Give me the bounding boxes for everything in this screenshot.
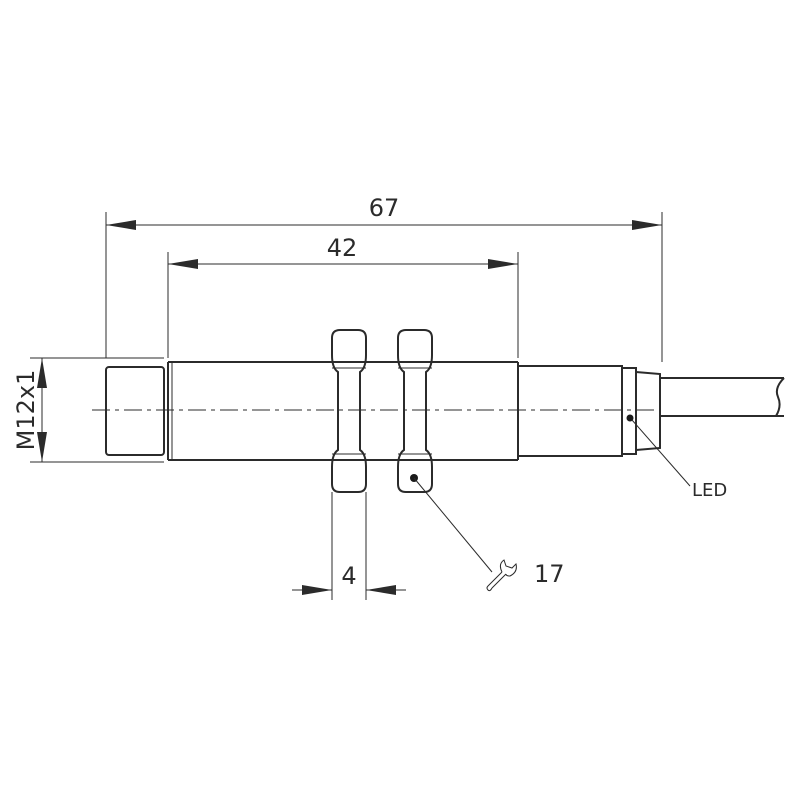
dimension-overall-length: 67 — [105, 194, 663, 362]
led-callout: LED — [631, 419, 727, 501]
dimension-overall-length-label: 67 — [369, 194, 400, 222]
wrench-icon — [486, 559, 517, 592]
led-label: LED — [692, 480, 727, 501]
wrench-size-callout: 17 — [413, 477, 565, 592]
dimension-nut-width: 4 — [292, 492, 406, 600]
sensor-threaded-body — [167, 361, 519, 461]
dimension-thread-size: M12x1 — [12, 357, 164, 463]
dimension-thread-length: 42 — [167, 234, 519, 358]
sensor-cable — [660, 377, 785, 417]
sensor-front-cap — [105, 366, 165, 456]
sensor-rear-housing — [518, 365, 661, 457]
wrench-size-label: 17 — [534, 560, 565, 588]
hex-nut-1 — [331, 329, 367, 493]
dimension-thread-length-label: 42 — [327, 234, 358, 262]
hex-nut-2 — [397, 329, 433, 493]
dimension-thread-size-label: M12x1 — [12, 370, 40, 451]
dimension-nut-width-label: 4 — [341, 562, 356, 590]
